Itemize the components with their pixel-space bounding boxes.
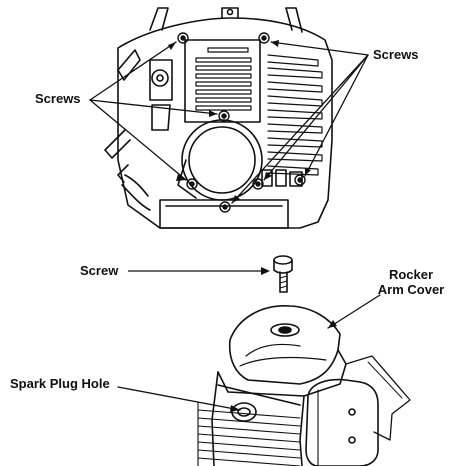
screws-label-left: Screws	[35, 91, 81, 106]
screws-label-right: Screws	[373, 47, 419, 62]
cylinder-head-figure	[197, 255, 411, 466]
leader-line-spark-plug	[117, 386, 241, 411]
muffler	[305, 378, 379, 466]
rocker-arm-cover-label: Rocker Arm Cover	[371, 267, 451, 297]
leader-lines-screws-left	[89, 41, 218, 181]
loose-screw	[273, 255, 293, 293]
screw-heads	[177, 32, 306, 213]
rocker-label-line1: Rocker	[388, 267, 434, 282]
spark-plug-hole-label: Spark Plug Hole	[10, 376, 110, 391]
shroud-outline	[117, 17, 333, 229]
rocker-arm-cover	[228, 305, 341, 385]
leader-lines-screws-right	[231, 41, 369, 204]
leader-line-rocker-cover	[327, 294, 381, 329]
screw-label: Screw	[80, 263, 119, 278]
rocker-label-line2: Arm Cover	[377, 282, 445, 297]
engine-shroud-figure	[104, 7, 333, 229]
